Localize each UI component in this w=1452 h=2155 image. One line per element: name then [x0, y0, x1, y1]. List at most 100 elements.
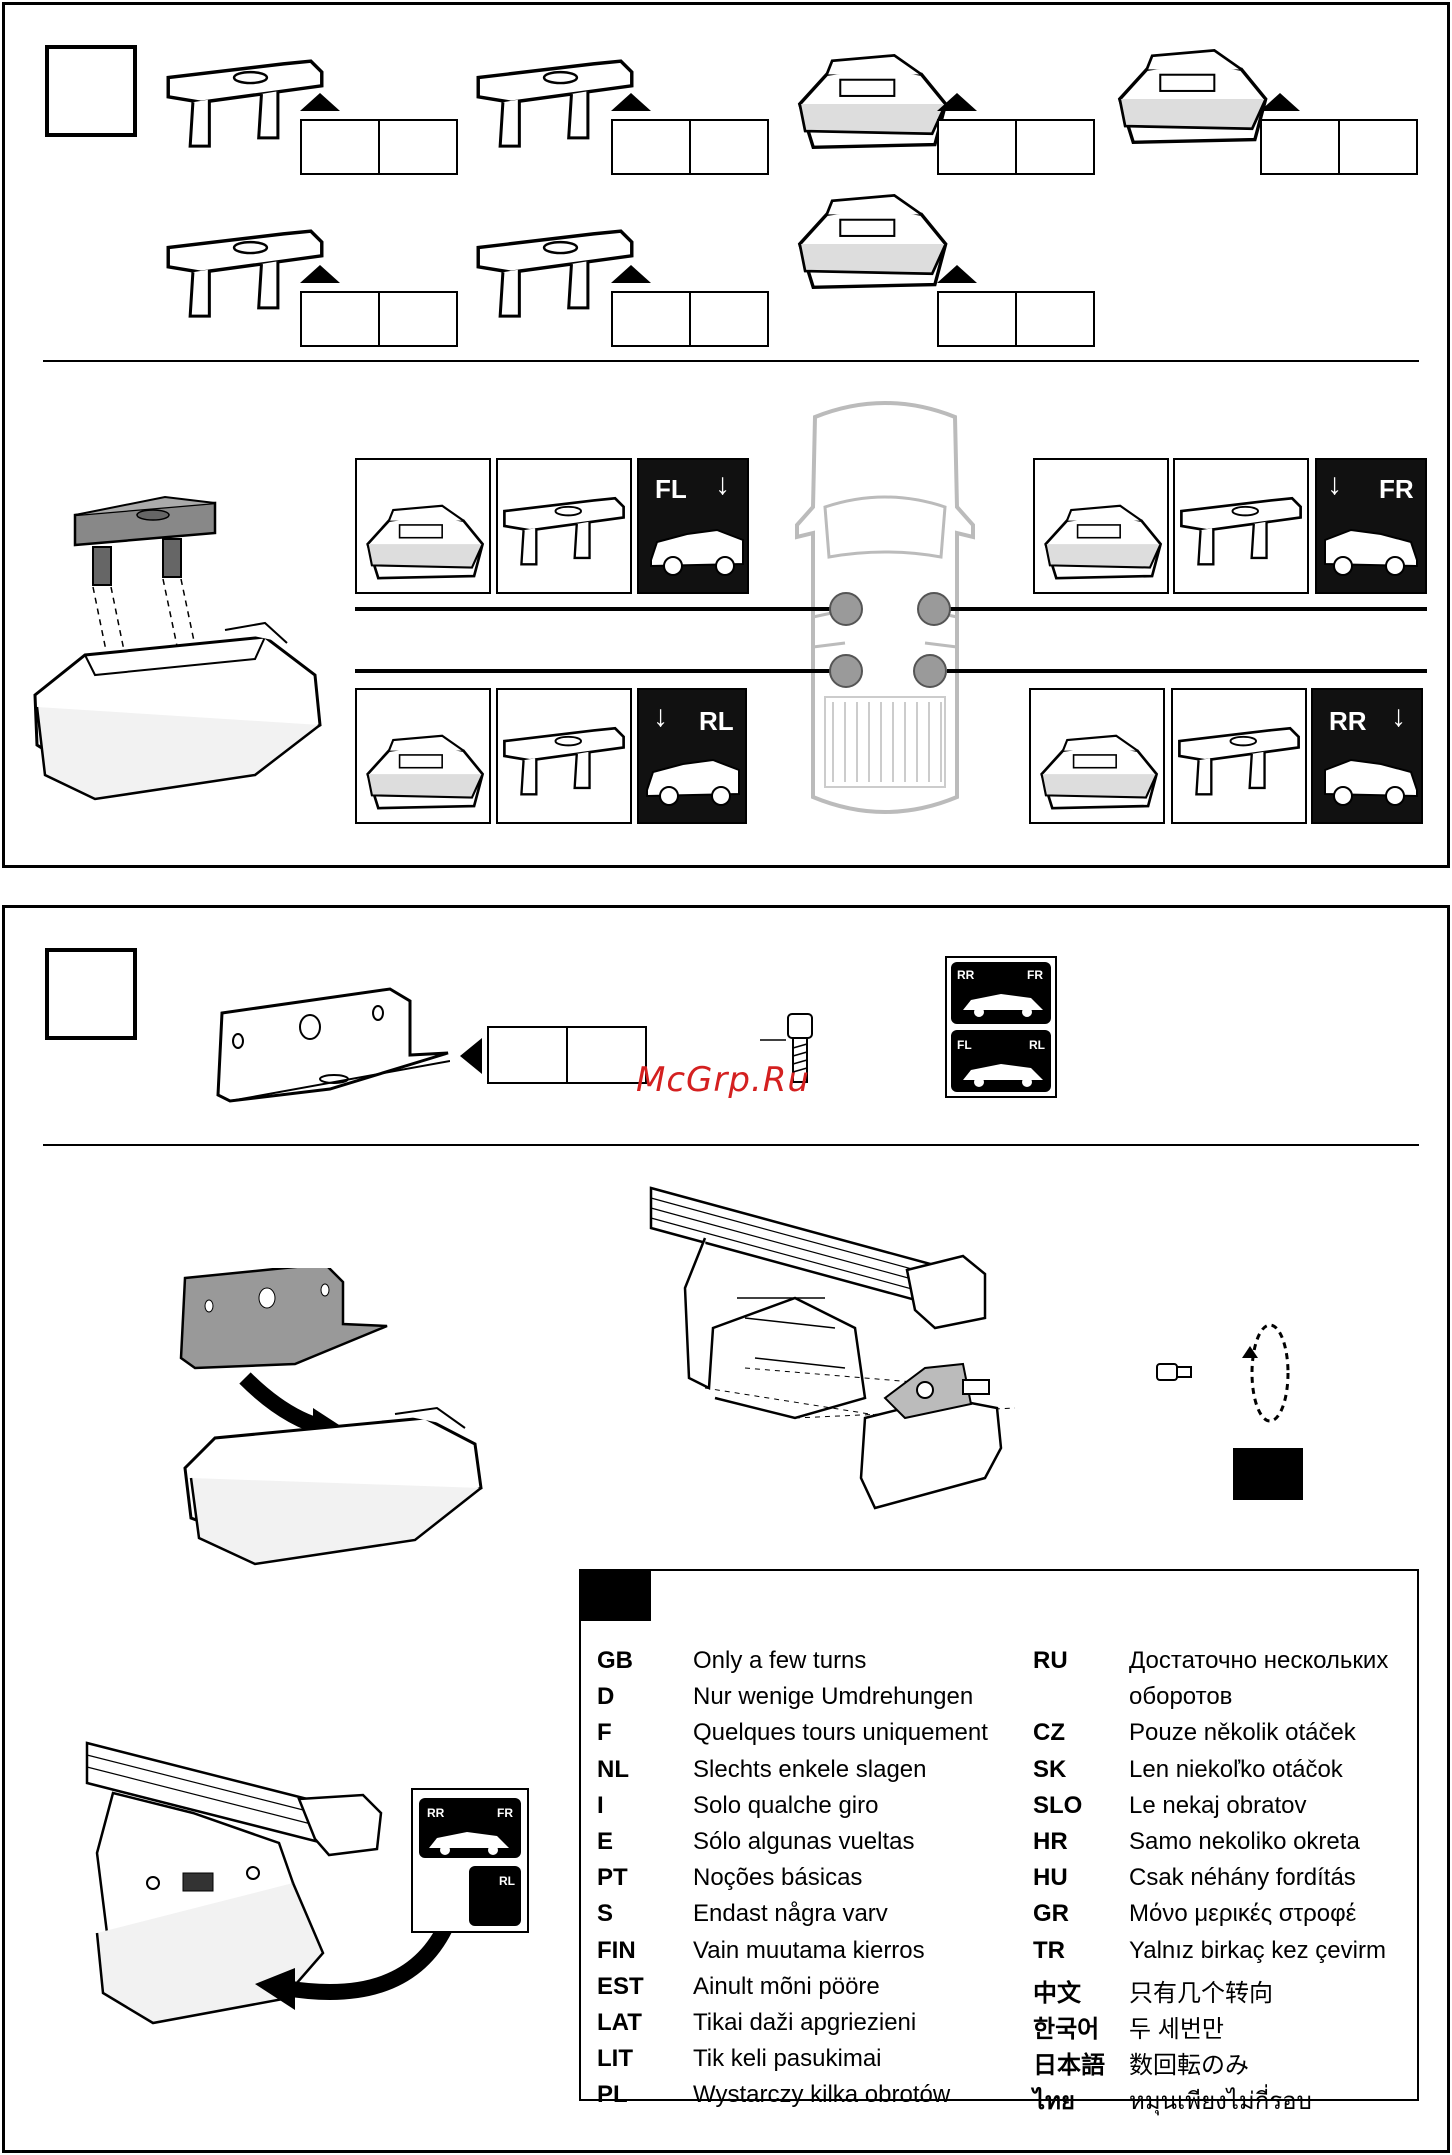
language-code: ไทย — [1033, 2088, 1075, 2116]
position-foot-frame — [1029, 688, 1165, 824]
rl-label: RL — [1029, 1038, 1045, 1052]
foot-part — [798, 193, 948, 289]
translation-text: Tik keli pasukimai — [693, 2045, 882, 2073]
fr-label: FR — [1027, 968, 1043, 982]
screw-icon — [1156, 1363, 1192, 1381]
translation-text: Wystarczy kilka obrotów — [693, 2081, 951, 2109]
language-code: CZ — [1033, 1719, 1065, 1747]
fl-label: FL — [957, 1038, 972, 1052]
position-fr-card: ↓ FR — [1315, 458, 1427, 594]
position-fl-card: FL ↓ — [637, 458, 749, 594]
rotation-arrow-icon — [1242, 1323, 1290, 1423]
language-code: TR — [1033, 1936, 1065, 1964]
rl-label: RL — [499, 1874, 515, 1888]
torque-indicator-box — [1233, 1448, 1303, 1500]
part-code-box — [300, 119, 458, 175]
position-foot-frame — [355, 688, 491, 824]
part-code-box — [611, 119, 769, 175]
bracket-plate-part — [216, 987, 450, 1103]
rear-bar-line — [947, 669, 1427, 673]
part-code-box — [487, 1026, 647, 1084]
apply-label-arrow — [255, 1924, 453, 2010]
part-code-box — [937, 291, 1095, 347]
language-code: PL — [597, 2081, 628, 2109]
translation-text: 두 세번만 — [1129, 2016, 1224, 2043]
part-indicator-arrow — [937, 93, 977, 111]
position-pad-frame — [1171, 688, 1307, 824]
part-indicator-arrow — [300, 265, 340, 283]
translation-text: Vain muutama kierros — [693, 1936, 925, 1964]
translation-text: Len niekoľko otáčok — [1129, 1755, 1343, 1783]
part-indicator-arrow — [937, 265, 977, 283]
position-foot-frame — [355, 458, 491, 594]
translation-text: Only a few turns — [693, 1647, 867, 1674]
translation-text: Csak néhány fordítás — [1129, 1864, 1356, 1892]
language-code: 日本語 — [1033, 2052, 1105, 2080]
translation-text: Nur wenige Umdrehungen — [693, 1683, 974, 1711]
part-code-box — [611, 291, 769, 347]
part-indicator-arrow — [1260, 93, 1300, 111]
rr-label: RR — [427, 1806, 445, 1820]
language-code: NL — [597, 1755, 629, 1783]
part-indicator-arrow — [460, 1038, 482, 1074]
position-foot-frame — [1033, 458, 1169, 594]
car-side-icon — [650, 528, 744, 576]
translation-text: Ainult mõni pööre — [693, 1972, 880, 2000]
translation-text: 只有几个转向 — [1129, 1979, 1273, 2007]
bar-bracket-assembly-illustration — [649, 1186, 1016, 1510]
rl-mount-point — [829, 654, 863, 688]
fr-mount-point — [917, 592, 951, 626]
language-code: 中文 — [1033, 1979, 1081, 2007]
language-code: SLO — [1033, 1791, 1083, 1819]
screw-part — [760, 1013, 813, 1083]
translation-text: Pouze několik otáček — [1129, 1719, 1356, 1747]
language-code: RU — [1033, 1647, 1068, 1674]
language-code: FIN — [597, 1936, 636, 1964]
position-pad-frame — [1173, 458, 1309, 594]
language-code: E — [597, 1828, 614, 1855]
translation-text: Noções básicas — [693, 1864, 863, 1892]
language-code: SK — [1033, 1755, 1067, 1783]
language-code: GR — [1033, 1900, 1069, 1928]
fl-label: FL — [655, 474, 687, 504]
part-indicator-arrow — [611, 93, 651, 111]
position-rr-card: RR ↓ — [1311, 688, 1423, 824]
position-label-icon: RR FR FL RL — [945, 956, 1057, 1098]
down-arrow-icon: ↓ — [653, 700, 668, 733]
rr-label: RR — [1329, 706, 1367, 736]
language-code: D — [597, 1683, 615, 1711]
translation-text: Slechts enkele slagen — [693, 1755, 927, 1783]
translation-text: Solo qualche giro — [693, 1791, 879, 1819]
down-arrow-icon: ↓ — [1391, 700, 1406, 733]
rr-mount-point — [913, 654, 947, 688]
language-code: HU — [1033, 1864, 1068, 1892]
top-panel: FL ↓ ↓ FR ↓ RL — [2, 2, 1450, 868]
translation-text: หมุนเพียงไม่กี่รอบ — [1129, 2088, 1312, 2116]
part-code-box — [1260, 119, 1418, 175]
car-side-icon — [1324, 528, 1418, 576]
section-divider — [43, 1144, 1419, 1146]
translation-text: Le nekaj obratov — [1129, 1791, 1307, 1819]
foot-part — [798, 53, 948, 149]
translation-text: Достаточно нескольких — [1129, 1647, 1389, 1674]
translation-text: Quelques tours uniquement — [693, 1719, 988, 1747]
translation-text: оборотов — [1129, 1683, 1233, 1711]
part-indicator-arrow — [611, 265, 651, 283]
section-divider — [43, 360, 1419, 362]
car-side-icon — [646, 758, 740, 806]
bracket-onto-foot-illustration — [179, 1268, 483, 1566]
down-arrow-icon: ↓ — [715, 468, 730, 501]
car-top-view-icon — [795, 401, 975, 814]
front-bar-line — [355, 607, 845, 611]
watermark: McGrp.Ru — [636, 1060, 810, 1100]
car-side-icon — [1324, 758, 1418, 806]
translation-text: Tikai daži apgriezieni — [693, 2009, 917, 2036]
language-code: EST — [597, 1972, 644, 2000]
rear-bar-line — [355, 669, 845, 673]
rl-label: RL — [699, 706, 734, 736]
language-code: HR — [1033, 1828, 1068, 1855]
position-pad-frame — [496, 688, 632, 824]
position-label-inset: RR FR RL — [411, 1788, 529, 1933]
translation-text: Yalnız birkaç kez çevirm — [1129, 1936, 1386, 1964]
